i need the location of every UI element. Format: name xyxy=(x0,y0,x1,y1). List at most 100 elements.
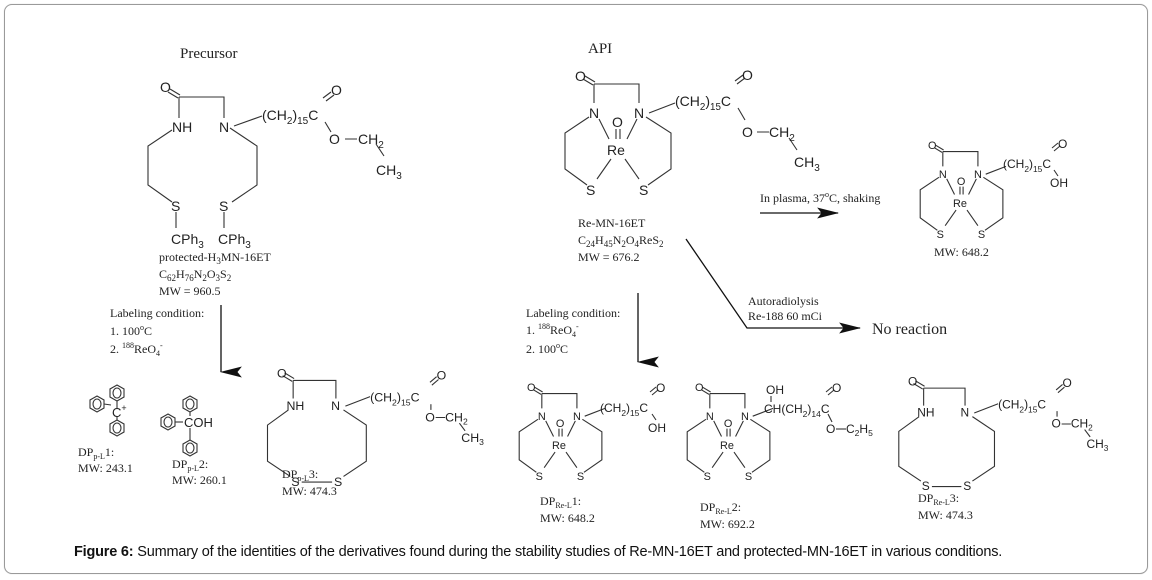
atom-sulfur-2: S xyxy=(219,198,228,214)
autoradiolysis-arrow xyxy=(685,238,862,334)
dp-rel-1-label: DPRe-L1: xyxy=(540,494,581,510)
sulfur-1: S xyxy=(291,475,299,489)
no-reaction-label: No reaction xyxy=(872,321,947,338)
ethyl-ch2: CH2 xyxy=(445,410,468,426)
amide-oxygen: O xyxy=(928,140,936,152)
precursor-structure: Precursor O NH N (CH2)15C O O CH2 CH3 S … xyxy=(147,46,402,298)
trityl-group-2: CPh3 xyxy=(218,231,251,251)
dp-pl-3-label: DPp-L3: xyxy=(282,467,318,483)
precursor-mw: MW = 960.5 xyxy=(159,284,221,298)
ethyl-ch3: CH3 xyxy=(1086,437,1108,453)
api-labeling-title: Labeling condition: xyxy=(526,306,620,320)
dp-pl-1-label: DPp-L1: xyxy=(78,445,114,461)
ethyl-ch2: CH2 xyxy=(769,124,795,144)
atom-carbonyl-oxygen: O xyxy=(331,82,342,98)
dp-rel-3-label: DPRe-L3: xyxy=(918,491,959,507)
alkyl-chain: (CH2)15C xyxy=(262,107,318,127)
dp-pl-1-mw: MW: 243.1 xyxy=(78,461,133,475)
amide-nh: NH xyxy=(917,406,934,420)
hydroxyl: OH xyxy=(766,383,784,397)
sulfur-2: S xyxy=(639,182,648,198)
carbonyl-oxygen: O xyxy=(832,381,841,395)
api-name: Re-MN-16ET xyxy=(578,216,646,230)
dp-pl-1-structure: C+ DPp-L1: MW: 243.1 xyxy=(78,384,133,475)
hydroxyl: OH xyxy=(648,421,666,435)
rhenium-atom: Re xyxy=(607,142,625,158)
ethyl-ch3: CH3 xyxy=(794,154,820,174)
dp-pl-3-mw: MW: 474.3 xyxy=(282,484,337,498)
dp-pl-2-structure: COH DPp-L2: MW: 260.1 xyxy=(160,395,227,487)
atom-nitrogen: N xyxy=(219,119,229,135)
sulfur-1: S xyxy=(937,229,944,241)
amide-oxygen: O xyxy=(695,382,703,394)
alkyl-chain: (CH2)15C xyxy=(1003,157,1051,174)
carbonyl-oxygen: O xyxy=(1063,376,1072,390)
caption-label: Figure 6: xyxy=(74,544,134,560)
amide-oxygen: O xyxy=(527,382,535,394)
ester-oxygen: O xyxy=(826,422,835,436)
sulfur-2: S xyxy=(963,479,971,493)
carbocation: C+ xyxy=(112,403,127,420)
dp-pl-2-mw: MW: 260.1 xyxy=(172,473,227,487)
dp-rel-2-label: DPRe-L2: xyxy=(700,500,741,516)
sulfur-1: S xyxy=(704,471,711,483)
ester-oxygen: O xyxy=(425,410,435,424)
figure-frame xyxy=(4,4,1148,574)
ester-oxygen: O xyxy=(742,124,753,140)
autoradiolysis-reaction: Autoradiolysis Re-188 60 mCi No reaction xyxy=(685,238,947,338)
atom-ester-oxygen: O xyxy=(329,131,340,147)
sulfur-2: S xyxy=(577,471,584,483)
trityl-group-1: CPh3 xyxy=(171,231,204,251)
autoradiolysis-label: Autoradiolysis xyxy=(748,294,819,308)
nitrogen-2: N xyxy=(573,411,581,423)
amide-oxygen: O xyxy=(277,367,287,381)
hydroxyl-carbon: COH xyxy=(184,415,213,430)
labeling-step-1: 1. 100oC xyxy=(110,323,152,338)
figure-caption: Figure 6: Summary of the identities of t… xyxy=(74,544,1094,560)
carbonyl-oxygen: O xyxy=(1058,137,1067,151)
precursor-formula: C62H76N2O3S2 xyxy=(159,267,231,283)
precursor-labeling-step: Labeling condition: 1. 100oC 2. 188ReO4- xyxy=(110,305,242,378)
ethyl-ch3: CH3 xyxy=(461,431,484,447)
rhenium-atom: Re xyxy=(953,198,967,210)
api-labeling-step-2: 2. 100oC xyxy=(526,341,568,356)
alkyl-chain: (CH2)15C xyxy=(600,401,648,418)
nitrogen-1: N xyxy=(589,105,599,121)
alkyl-chain: (CH2)15C xyxy=(370,390,419,407)
oxo-oxygen: O xyxy=(957,176,965,188)
nitrogen-2: N xyxy=(741,411,749,423)
api-heading: API xyxy=(588,41,612,57)
carbonyl-oxygen: O xyxy=(437,369,447,383)
nitrogen-1: N xyxy=(939,169,947,181)
rhenium-atom: Re xyxy=(720,440,734,452)
sulfur-1: S xyxy=(586,182,595,198)
oxo-oxygen: O xyxy=(724,418,732,430)
alkyl-chain: (CH2)15C xyxy=(998,397,1046,414)
sulfur-2: S xyxy=(978,229,985,241)
precursor-name: protected-H3MN-16ET xyxy=(159,250,271,266)
labeling-step-2: 2. 188ReO4- xyxy=(110,341,163,358)
plasma-condition: In plasma, 37oC, shaking xyxy=(760,190,880,205)
amide-oxygen: O xyxy=(908,374,917,388)
atom-oxygen: O xyxy=(160,79,171,95)
atom-sulfur-1: S xyxy=(171,198,180,214)
amide-oxygen: O xyxy=(575,68,586,84)
amine-nitrogen: N xyxy=(960,406,969,420)
labeling-title: Labeling condition: xyxy=(110,306,204,320)
nitrogen-1: N xyxy=(706,411,714,423)
oxo-oxygen: O xyxy=(612,114,623,130)
carbonyl-oxygen: O xyxy=(656,381,665,395)
amine-nitrogen: N xyxy=(331,399,340,413)
api-labeling-step: Labeling condition: 1. 188ReO4- 2. 100oC xyxy=(526,293,659,368)
precursor-heading: Precursor xyxy=(180,46,237,62)
ester-oxygen: O xyxy=(1052,417,1061,431)
hydroxyl: OH xyxy=(1050,176,1068,190)
